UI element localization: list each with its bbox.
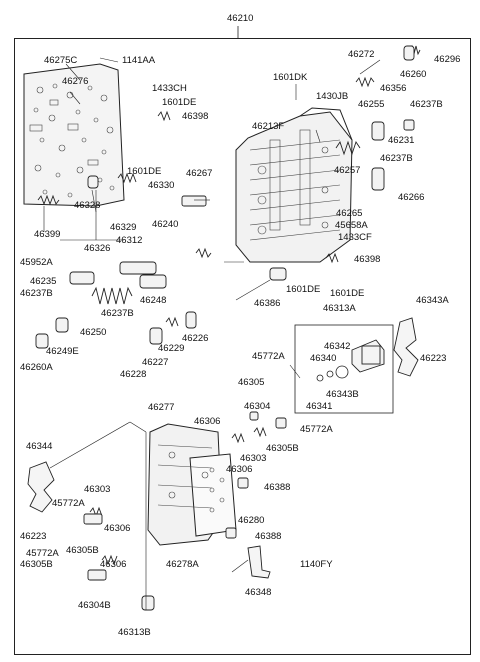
- part-label-p72: 46388: [255, 531, 282, 542]
- leader-lines: [43, 57, 381, 610]
- part-label-p65: 46388: [264, 482, 291, 493]
- lower-valve-body: [147, 423, 237, 546]
- separator-plate: [23, 63, 125, 207]
- o-ring: [335, 365, 349, 379]
- part-label-p37: 46237B: [20, 288, 53, 299]
- part-label-p52: 46260A: [20, 362, 53, 373]
- part-label-p39: 46386: [254, 298, 281, 309]
- part-label-p34: 46235: [30, 276, 57, 287]
- part-label-p62: 46344: [26, 441, 53, 452]
- part-label-p35: 1601DE: [286, 284, 321, 295]
- part-label-p80: 46313B: [118, 627, 151, 638]
- part-label-p61: 46305B: [266, 443, 299, 454]
- part-label-p03: 46276: [62, 76, 89, 87]
- part-label-p06: 46398: [182, 111, 209, 122]
- part-label-p41: 46313A: [323, 303, 356, 314]
- part-label-p29: 1433CF: [338, 232, 372, 243]
- upper-valve-body: [235, 107, 353, 263]
- part-label-p76: 46305B: [20, 559, 53, 570]
- part-label-p75: 1140FY: [300, 559, 333, 570]
- bracket-46348: [247, 545, 271, 579]
- part-label-p79: 46348: [245, 587, 272, 598]
- part-label-p27: 46329: [110, 222, 137, 233]
- part-label-p04: 1433CH: [152, 83, 187, 94]
- part-label-p66: 46303: [84, 484, 111, 495]
- part-label-p64: 46306: [226, 464, 253, 475]
- part-label-p10: 1601DK: [273, 72, 308, 83]
- valve-spools: [35, 45, 415, 611]
- part-label-p70: 46223: [20, 531, 47, 542]
- part-label-p56: 46305: [238, 377, 265, 388]
- part-label-p32: 45952A: [20, 257, 53, 268]
- part-label-p46: 46229: [158, 343, 185, 354]
- part-label-p60: 46306: [194, 416, 221, 427]
- part-label-p09: 46260: [400, 69, 427, 80]
- part-label-p20: 46237B: [380, 153, 413, 164]
- part-label-p77: 46306: [100, 559, 127, 570]
- part-label-p13: 46255: [358, 99, 385, 110]
- bracket-46343A: [393, 317, 419, 377]
- part-label-p01: 46275C: [44, 55, 78, 66]
- part-label-p68: 46280: [238, 515, 265, 526]
- part-label-p73: 45772A: [26, 548, 59, 559]
- part-label-p38: 46248: [140, 295, 167, 306]
- part-label-p12: 46356: [380, 83, 407, 94]
- part-label-p43: 46250: [80, 327, 107, 338]
- part-label-p02: 1141AA: [122, 55, 156, 66]
- part-label-p51: 46223: [420, 353, 447, 364]
- part-label-p67: 45772A: [52, 498, 85, 509]
- part-label-p50: 46340: [310, 353, 337, 364]
- part-label-p14: 46237B: [410, 99, 443, 110]
- part-label-p24: 46265: [336, 208, 363, 219]
- bracket-46344: [27, 461, 55, 513]
- part-label-p26: 46399: [34, 229, 61, 240]
- part-label-p21: 46257: [334, 165, 361, 176]
- part-label-p11: 1430JB: [316, 91, 349, 102]
- part-label-p71: 46305B: [66, 545, 99, 556]
- part-label-p17: 1601DE: [127, 166, 162, 177]
- part-label-p30: 46326: [84, 243, 111, 254]
- part-label-p58: 46304: [244, 401, 271, 412]
- part-label-p55: 46341: [306, 401, 333, 412]
- washer: [326, 370, 334, 378]
- part-label-p19: 46267: [186, 168, 213, 179]
- part-label-p45: 46249E: [46, 346, 79, 357]
- part-label-p07: 46272: [348, 49, 375, 60]
- part-label-p42: 46237B: [101, 308, 134, 319]
- part-label-p57: 46277: [148, 402, 175, 413]
- part-label-p47: 46342: [324, 341, 351, 352]
- part-label-p36: 1601DE: [330, 288, 365, 299]
- part-label-p63: 46303: [240, 453, 267, 464]
- part-label-p48: 46227: [142, 357, 169, 368]
- part-label-p25: 45658A: [335, 220, 368, 231]
- springs: [37, 44, 421, 566]
- part-label-p69: 46306: [104, 523, 131, 534]
- washer-small: [316, 374, 324, 382]
- part-label-p40: 46343A: [416, 295, 449, 306]
- part-label-p18: 46330: [148, 180, 175, 191]
- part-label-p05: 1601DE: [162, 97, 197, 108]
- part-label-p16: 46231: [388, 135, 415, 146]
- assembly-number-label: 46210: [227, 13, 254, 24]
- part-label-p08: 46296: [434, 54, 461, 65]
- part-label-p54: 46343B: [326, 389, 359, 400]
- part-label-p53: 46228: [120, 369, 147, 380]
- part-label-p31: 46312: [116, 235, 143, 246]
- part-label-p15: 46213F: [252, 121, 285, 132]
- assembly-frame: [14, 38, 471, 655]
- part-label-p28: 46240: [152, 219, 179, 230]
- part-label-p22: 46266: [398, 192, 425, 203]
- part-label-p44: 46226: [182, 333, 209, 344]
- part-label-p59: 45772A: [300, 424, 333, 435]
- part-label-p23: 46328: [74, 200, 101, 211]
- part-label-p33: 46398: [354, 254, 381, 265]
- part-label-p74: 46278A: [166, 559, 199, 570]
- part-label-p78: 46304B: [78, 600, 111, 611]
- part-label-p49: 45772A: [252, 351, 285, 362]
- solenoid-detail-box: [294, 324, 394, 414]
- solenoid-valve: [351, 339, 385, 373]
